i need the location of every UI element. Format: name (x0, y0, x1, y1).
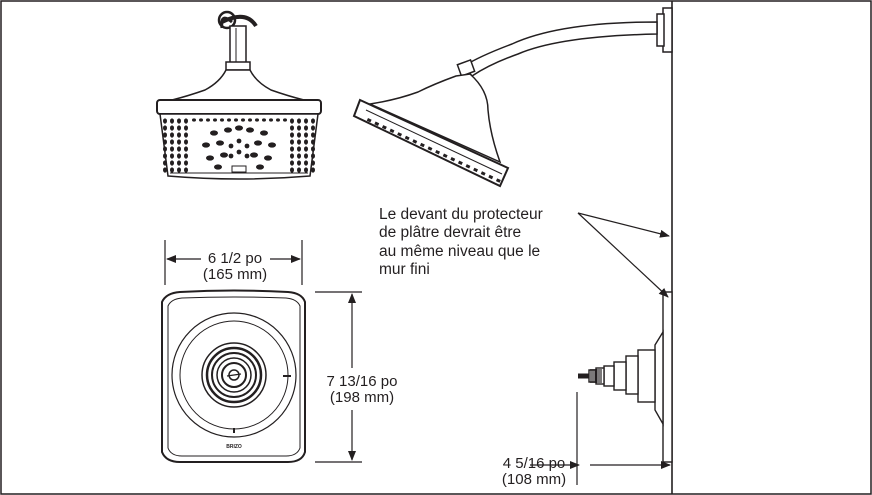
depth-dimension-metric: (108 mm) (502, 471, 566, 488)
valve-stem (578, 369, 602, 383)
width-dimension-metric: (165 mm) (203, 266, 267, 283)
height-dimension-imperial: 7 13/16 po (327, 373, 398, 390)
height-dimension (315, 291, 362, 463)
depth-dimension (530, 392, 671, 485)
width-dimension-imperial: 6 1/2 po (208, 250, 262, 267)
note-leader-lines (577, 212, 670, 298)
height-dimension-metric: (198 mm) (330, 389, 394, 406)
showerhead-front-view (156, 10, 322, 180)
note-line-1: Le devant du protecteur (379, 206, 543, 223)
note-line-3: au même niveau que le (379, 243, 540, 260)
note-line-2: de plâtre devrait être (379, 224, 521, 241)
depth-dimension-imperial: 4 5/16 po (503, 455, 566, 472)
trim-plate-front-view (161, 289, 306, 463)
side-view-nozzles (366, 117, 501, 183)
width-dimension (164, 240, 303, 285)
showerhead-side-view (352, 7, 673, 188)
brand-mark: BRIZO (226, 444, 242, 450)
note-line-4: mur fini (379, 261, 430, 278)
showerhead-nozzles (163, 118, 315, 173)
